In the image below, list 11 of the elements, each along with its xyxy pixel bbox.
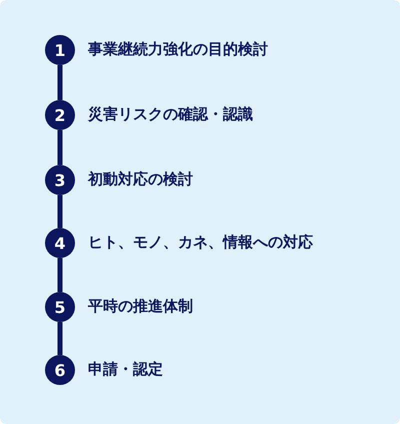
connector-line (58, 195, 62, 228)
step-label: 災害リスクの確認・認識 (88, 105, 253, 125)
connector-line (58, 65, 62, 100)
step-label: 初動対応の検討 (88, 170, 193, 190)
connector-line (58, 322, 62, 355)
step-label: 平時の推進体制 (88, 297, 193, 317)
connector-line (58, 258, 62, 292)
step-label: 事業継続力強化の目的検討 (88, 40, 268, 60)
step-label: 申請・認定 (88, 360, 163, 380)
step-label: ヒト、モノ、カネ、情報への対応 (88, 233, 313, 253)
connector-line (58, 130, 62, 165)
